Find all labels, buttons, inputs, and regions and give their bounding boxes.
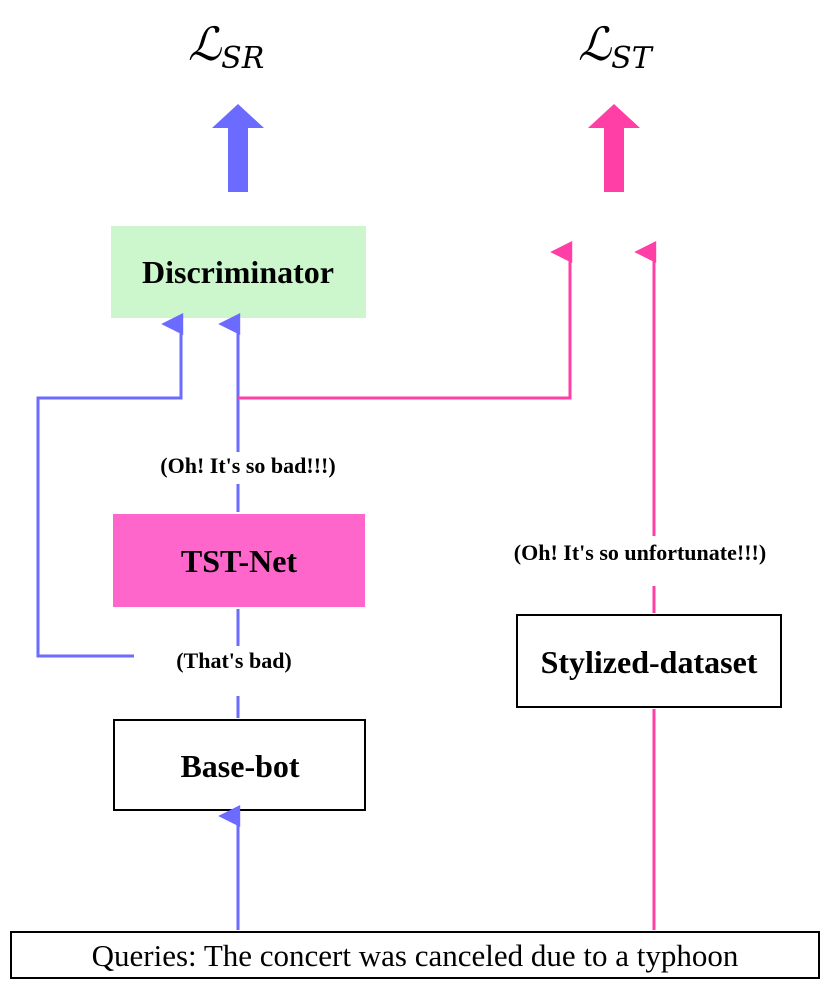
stylized-response-label: (Oh! It's so bad!!!) xyxy=(160,453,335,478)
up-arrow-icon xyxy=(212,104,264,192)
base-bot-label: Base-bot xyxy=(180,748,299,784)
base-response-label: (That's bad) xyxy=(176,648,292,673)
up-arrow-icon xyxy=(588,104,640,192)
tst-net-box xyxy=(113,514,365,607)
discriminator-label: Discriminator xyxy=(142,254,334,290)
base-response-to-discriminator-arrow xyxy=(36,313,184,658)
dataset-response-label: (Oh! It's so unfortunate!!!) xyxy=(514,540,766,565)
stylized-dataset-label: Stylized-dataset xyxy=(541,644,758,680)
queries-label: Queries: The concert was canceled due to… xyxy=(92,938,739,973)
loss-sr-label: ℒSR xyxy=(188,17,264,76)
loss-st-label: ℒST xyxy=(578,17,654,76)
tstnet-to-loss-st-arrow xyxy=(238,241,573,400)
stylized-dataset-box xyxy=(516,614,782,708)
queries-box xyxy=(10,931,820,979)
discriminator-box xyxy=(111,226,366,318)
tst-net-label: TST-Net xyxy=(181,543,298,579)
